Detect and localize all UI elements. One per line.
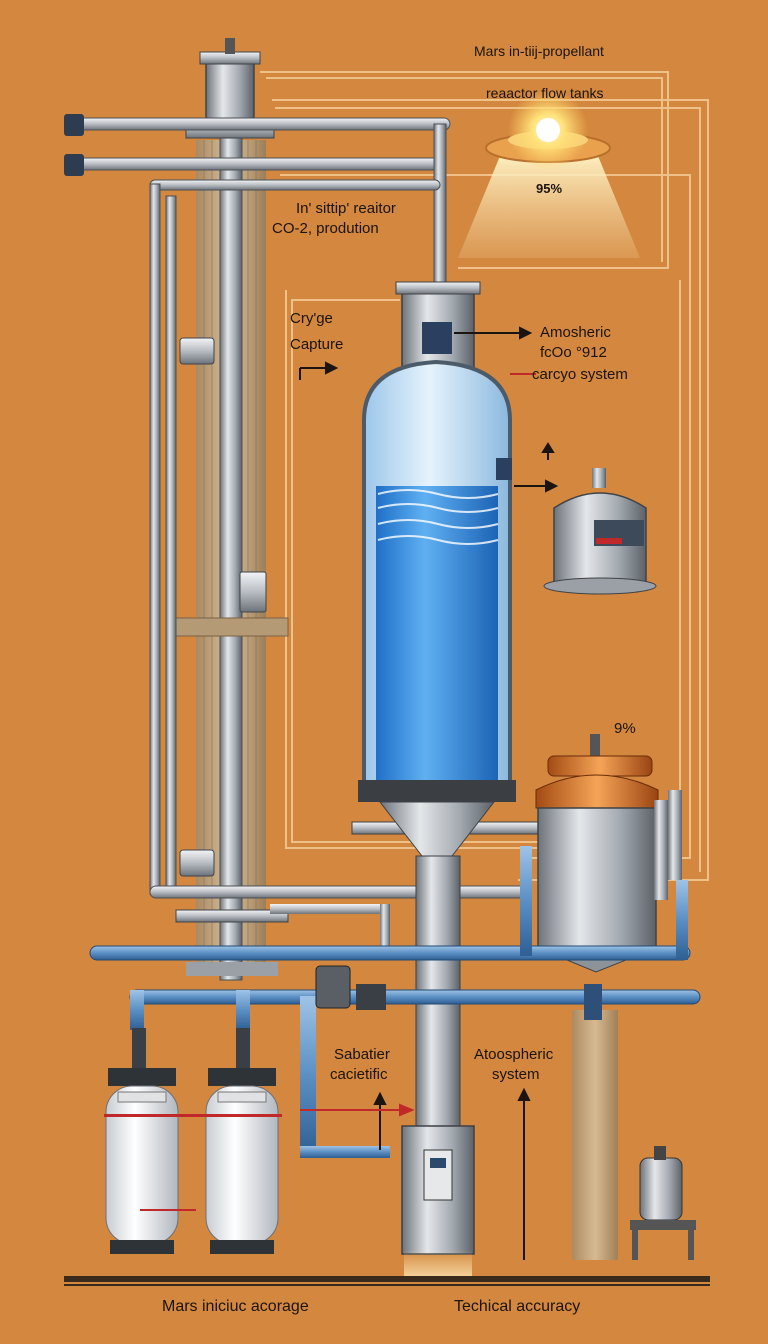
reactor-label-line-2: CO-2, prodution: [272, 220, 379, 237]
white-storage-tanks: [104, 1028, 282, 1254]
vessel-percent-label: 9%: [614, 720, 636, 737]
storage-canister: [543, 468, 657, 595]
atospheric-label-line-1: Atoospheric: [474, 1046, 554, 1063]
atmo-label-line-1: Amosheric: [540, 324, 611, 341]
capture-label-line-1: Cry'gе: [290, 310, 333, 327]
title-line-1: Mars in-tiij-propellant: [474, 43, 604, 59]
indicator-arrows: [140, 326, 559, 1260]
small-pump-unit: [630, 1146, 696, 1260]
reactor-label-line-1: In' sittip' reaitor: [296, 200, 396, 217]
atospheric-label-line-2: system: [492, 1066, 540, 1083]
footer-right-label: Techical accuracy: [454, 1298, 581, 1315]
sabatier-label-line-2: caciеtific: [330, 1066, 388, 1083]
central-reactor-vessel: [351, 281, 539, 1278]
ground-line: [64, 1276, 710, 1286]
blue-pipe-network: [89, 846, 701, 1158]
atmo-label-line-3: carcyo system: [532, 366, 628, 383]
lamp-fixture: [458, 90, 640, 258]
title-line-2: rеаactor flow tanks: [486, 85, 604, 101]
copper-outline-lines: [260, 71, 709, 881]
capture-label-line-2: Capture: [290, 336, 344, 353]
lamp-percent-label: 95%: [536, 181, 563, 196]
sabatier-label-line-1: Sabatier: [334, 1046, 390, 1063]
atmo-label-line-2: fсOo °912: [540, 344, 607, 361]
sabatier-reactor-vessel: [535, 734, 682, 1260]
left-distillation-column: [175, 38, 289, 981]
footer-left-label: Mars iniсiuc acorage: [162, 1298, 309, 1315]
